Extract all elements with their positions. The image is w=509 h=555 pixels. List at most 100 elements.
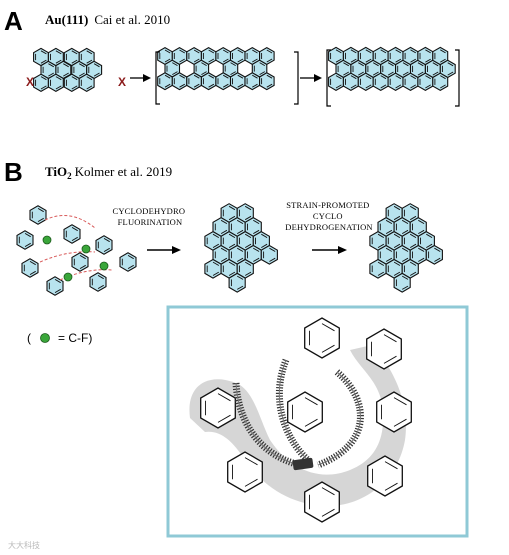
- legend-open-paren: (: [27, 331, 31, 345]
- fluorine-contact-dash: [44, 215, 96, 229]
- double-bond: [78, 63, 85, 68]
- double-bond: [208, 49, 215, 54]
- double-bond: [71, 59, 78, 64]
- double-bond: [244, 478, 258, 487]
- partially-cyclized-intermediate: [204, 203, 278, 293]
- zipper-slider-icon: [292, 457, 314, 471]
- double-bond: [93, 63, 100, 68]
- double-bond: [220, 247, 228, 252]
- double-bond: [393, 215, 401, 221]
- legend-text: = C-F): [58, 331, 92, 345]
- double-bond: [401, 229, 409, 234]
- double-bond: [418, 257, 425, 262]
- double-bond: [335, 75, 342, 80]
- double-bond: [208, 58, 215, 63]
- fluorine-contact-dash: [59, 269, 113, 281]
- double-bond: [220, 219, 228, 224]
- double-bond: [395, 49, 402, 54]
- inset-benzene-ring: [366, 328, 402, 370]
- double-bond: [164, 83, 171, 88]
- double-bond: [358, 71, 364, 76]
- double-bond: [228, 205, 236, 211]
- double-bond: [253, 219, 260, 224]
- double-bond: [418, 247, 425, 252]
- double-bond: [409, 243, 417, 248]
- double-bond: [350, 84, 357, 89]
- double-bond: [425, 58, 431, 63]
- double-bond: [208, 74, 215, 79]
- double-bond: [71, 50, 78, 55]
- double-bond: [63, 72, 69, 77]
- double-bond: [237, 58, 244, 63]
- inset-benzene-ring: [376, 391, 412, 433]
- double-bond: [385, 219, 393, 224]
- double-bond: [380, 75, 387, 80]
- fluorine-marker-icon: [40, 333, 50, 343]
- double-bond: [304, 397, 318, 406]
- double-bond: [228, 261, 236, 266]
- double-bond: [383, 355, 397, 364]
- double-bond: [401, 275, 409, 280]
- double-bond: [79, 255, 86, 260]
- double-bond: [418, 229, 425, 234]
- double-bond: [217, 393, 231, 402]
- double-bond: [335, 49, 342, 54]
- double-bond: [29, 270, 36, 275]
- double-bond: [86, 76, 93, 81]
- double-bond: [432, 71, 439, 76]
- panel-a-citation: Au(111)Cai et al. 2010: [45, 12, 170, 27]
- double-bond: [29, 261, 36, 266]
- double-bond: [387, 71, 394, 76]
- double-bond: [253, 229, 260, 234]
- double-bond: [179, 49, 186, 54]
- double-bond: [71, 76, 78, 81]
- double-bond: [71, 85, 78, 90]
- double-bond: [401, 247, 409, 252]
- double-bond: [208, 83, 215, 88]
- double-bond: [383, 334, 397, 343]
- double-bond: [103, 247, 110, 252]
- double-bond: [395, 58, 402, 63]
- double-bond: [393, 205, 401, 211]
- double-bond: [48, 72, 55, 77]
- inset-benzene-ring: [304, 481, 340, 523]
- zipper-track-right-core: [317, 371, 361, 466]
- double-bond: [236, 247, 244, 252]
- double-bond: [365, 49, 372, 54]
- double-bond: [54, 288, 61, 293]
- double-bond: [380, 49, 387, 54]
- double-bond: [425, 75, 431, 80]
- double-bond: [252, 74, 258, 79]
- double-bond: [212, 243, 220, 248]
- double-bond: [372, 62, 379, 67]
- zipper-track-left-core: [235, 382, 301, 466]
- double-bond: [201, 62, 207, 66]
- double-bond: [401, 257, 409, 262]
- double-bond: [266, 74, 273, 79]
- double-bond: [252, 83, 258, 88]
- double-bond: [244, 233, 252, 238]
- double-bond: [55, 76, 62, 81]
- double-bond: [55, 50, 62, 55]
- double-bond: [393, 418, 407, 427]
- panel-b-letter: B: [4, 157, 23, 187]
- double-bond: [24, 242, 31, 247]
- double-bond: [261, 233, 268, 238]
- double-bond: [40, 76, 47, 81]
- inset-benzene-ring: [367, 455, 403, 497]
- double-bond: [71, 227, 78, 232]
- double-bond: [401, 219, 409, 224]
- ribbon-brackets: [326, 49, 460, 107]
- double-bond: [409, 215, 417, 221]
- double-bond: [365, 58, 372, 63]
- double-bond: [447, 71, 454, 76]
- double-bond: [335, 58, 342, 63]
- double-bond: [179, 58, 186, 63]
- double-bond: [395, 84, 402, 89]
- double-bond: [380, 84, 387, 89]
- polyanthrylene-polymer: [157, 46, 275, 91]
- double-bond: [377, 243, 385, 248]
- double-bond: [395, 75, 402, 80]
- double-bond: [440, 49, 446, 54]
- double-bond: [417, 71, 424, 76]
